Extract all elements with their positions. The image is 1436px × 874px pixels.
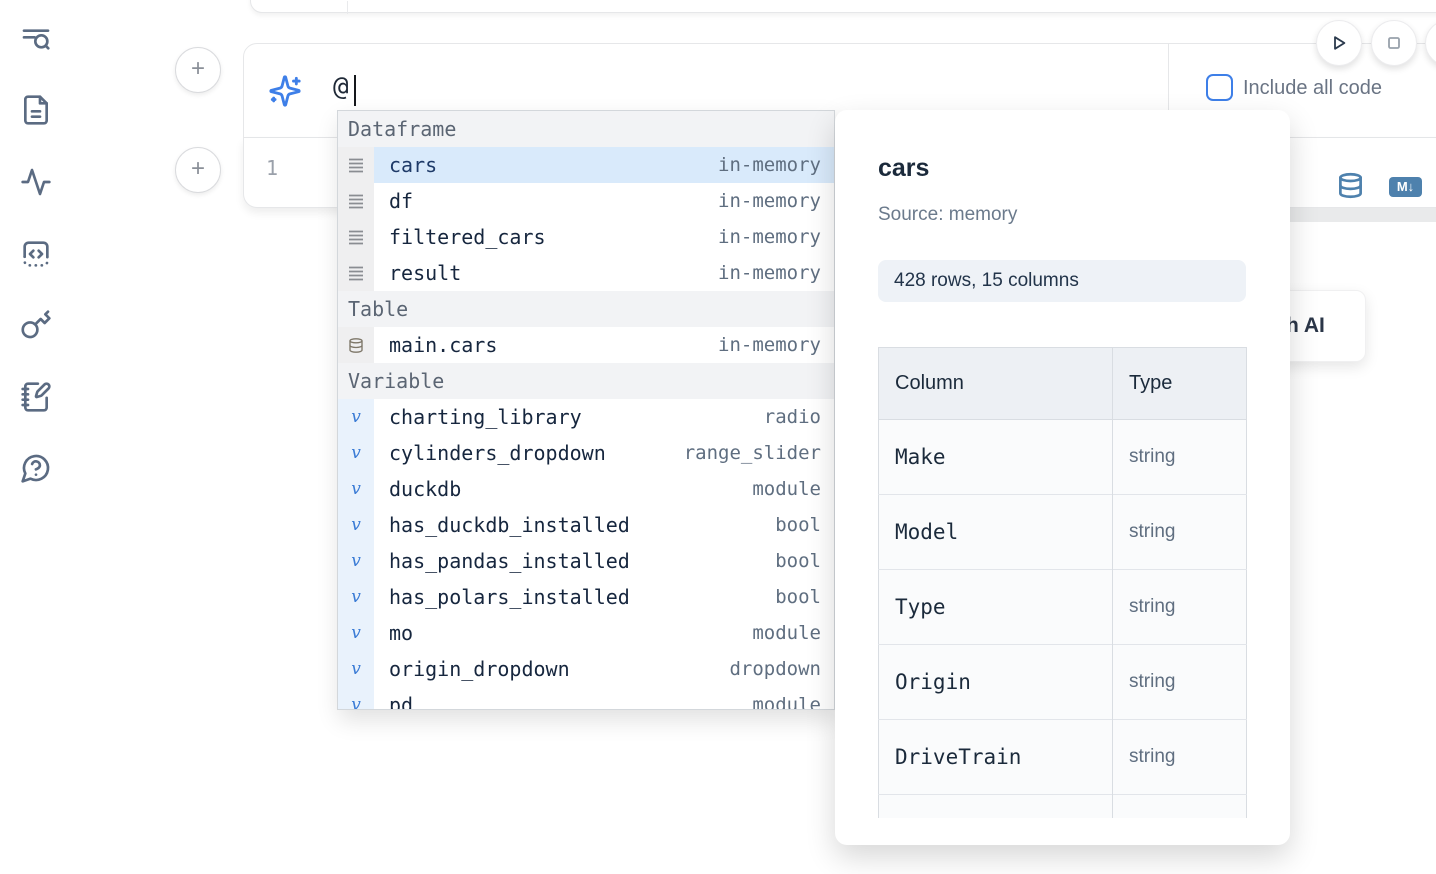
autocomplete-item-has_polars_installed[interactable]: v has_polars_installed bool bbox=[338, 579, 834, 615]
stop-icon bbox=[1388, 37, 1400, 49]
divider bbox=[1168, 44, 1169, 137]
autocomplete-item-mo[interactable]: v mo module bbox=[338, 615, 834, 651]
item-type: in-memory bbox=[718, 262, 821, 284]
text-cursor bbox=[354, 75, 356, 106]
item-name: charting_library bbox=[389, 405, 582, 429]
include-all-code-label: Include all code bbox=[1243, 77, 1382, 99]
preview-title: cars bbox=[878, 154, 930, 182]
item-type: in-memory bbox=[718, 154, 821, 176]
autocomplete-section-dataframe: Dataframe bbox=[338, 111, 834, 147]
item-type: module bbox=[752, 622, 821, 644]
autocomplete-item-has_duckdb_installed[interactable]: v has_duckdb_installed bool bbox=[338, 507, 834, 543]
variable-icon: v bbox=[351, 407, 361, 427]
rows-icon bbox=[349, 158, 363, 172]
help-bubble-icon[interactable] bbox=[20, 452, 52, 484]
autocomplete-item-charting_library[interactable]: v charting_library radio bbox=[338, 399, 834, 435]
run-cell-button[interactable] bbox=[1316, 20, 1362, 66]
activity-icon[interactable] bbox=[20, 166, 52, 198]
item-name: has_polars_installed bbox=[389, 585, 630, 609]
variable-icon: v bbox=[351, 443, 361, 463]
item-name: result bbox=[389, 261, 462, 285]
code-snippets-icon[interactable] bbox=[20, 238, 52, 270]
schema-header-type: Type bbox=[1112, 347, 1247, 420]
database-icon[interactable] bbox=[1337, 172, 1364, 201]
item-type: in-memory bbox=[718, 334, 821, 356]
item-type: range_slider bbox=[683, 442, 821, 464]
previous-cell bbox=[250, 0, 1436, 14]
autocomplete-item-result[interactable]: result in-memory bbox=[338, 255, 834, 291]
variable-icon: v bbox=[351, 695, 361, 710]
item-type: dropdown bbox=[729, 658, 821, 680]
item-type: bool bbox=[775, 586, 821, 608]
autocomplete-item-filtered_cars[interactable]: filtered_cars in-memory bbox=[338, 219, 834, 255]
autocomplete-item-main.cars[interactable]: main.cars in-memory bbox=[338, 327, 834, 363]
autocomplete-section-table: Table bbox=[338, 291, 834, 327]
item-type: module bbox=[752, 694, 821, 710]
add-cell-button[interactable]: + bbox=[175, 47, 221, 93]
list-search-icon[interactable] bbox=[20, 24, 52, 56]
item-name: origin_dropdown bbox=[389, 657, 570, 681]
variable-icon: v bbox=[351, 659, 361, 679]
stop-button[interactable] bbox=[1371, 20, 1417, 66]
item-name: filtered_cars bbox=[389, 225, 546, 249]
item-type: in-memory bbox=[718, 226, 821, 248]
item-type: module bbox=[752, 478, 821, 500]
item-type: bool bbox=[775, 514, 821, 536]
item-name: has_pandas_installed bbox=[389, 549, 630, 573]
dataframe-preview-panel: cars Source: memory 428 rows, 15 columns… bbox=[835, 110, 1290, 845]
rows-icon bbox=[349, 230, 363, 244]
add-cell-button[interactable]: + bbox=[175, 147, 221, 193]
item-name: duckdb bbox=[389, 477, 462, 501]
item-name: pd bbox=[389, 693, 414, 710]
autocomplete-section-variable: Variable bbox=[338, 363, 834, 399]
item-type: in-memory bbox=[718, 190, 821, 212]
key-icon[interactable] bbox=[20, 309, 52, 341]
item-name: main.cars bbox=[389, 333, 498, 357]
autocomplete-item-origin_dropdown[interactable]: v origin_dropdown dropdown bbox=[338, 651, 834, 687]
rows-icon bbox=[349, 266, 363, 280]
item-name: df bbox=[389, 189, 414, 213]
variable-icon: v bbox=[351, 515, 361, 535]
rows-icon bbox=[349, 194, 363, 208]
include-all-code-checkbox[interactable] bbox=[1206, 74, 1233, 101]
database-icon bbox=[349, 337, 363, 353]
autocomplete-item-has_pandas_installed[interactable]: v has_pandas_installed bool bbox=[338, 543, 834, 579]
autocomplete-item-cars[interactable]: cars in-memory bbox=[338, 147, 834, 183]
variable-icon: v bbox=[351, 623, 361, 643]
autocomplete-item-duckdb[interactable]: v duckdb module bbox=[338, 471, 834, 507]
schema-header-column: Column bbox=[878, 347, 1113, 420]
item-type: bool bbox=[775, 550, 821, 572]
line-number: 1 bbox=[266, 156, 279, 180]
autocomplete-item-cylinders_dropdown[interactable]: v cylinders_dropdown range_slider bbox=[338, 435, 834, 471]
autocomplete-item-pd[interactable]: v pd module bbox=[338, 687, 834, 710]
item-type: radio bbox=[763, 406, 821, 428]
play-icon bbox=[1334, 36, 1346, 50]
cell-divider bbox=[347, 1, 348, 14]
preview-shape-badge: 428 rows, 15 columns bbox=[878, 260, 1246, 302]
ai-prompt-input[interactable]: @ bbox=[333, 72, 349, 102]
variable-icon: v bbox=[351, 479, 361, 499]
item-name: cylinders_dropdown bbox=[389, 441, 606, 465]
autocomplete-item-df[interactable]: df in-memory bbox=[338, 183, 834, 219]
ai-sparkles-icon bbox=[268, 74, 302, 108]
item-name: has_duckdb_installed bbox=[389, 513, 630, 537]
variable-icon: v bbox=[351, 551, 361, 571]
variable-icon: v bbox=[351, 587, 361, 607]
item-name: mo bbox=[389, 621, 414, 645]
preview-source: Source: memory bbox=[878, 204, 1018, 225]
item-name: cars bbox=[389, 153, 438, 177]
schema-row-clipped bbox=[878, 794, 1247, 818]
markdown-export-icon[interactable]: M↓ bbox=[1389, 177, 1422, 197]
file-text-icon[interactable] bbox=[20, 94, 52, 126]
notebook-edit-icon[interactable] bbox=[20, 381, 52, 413]
